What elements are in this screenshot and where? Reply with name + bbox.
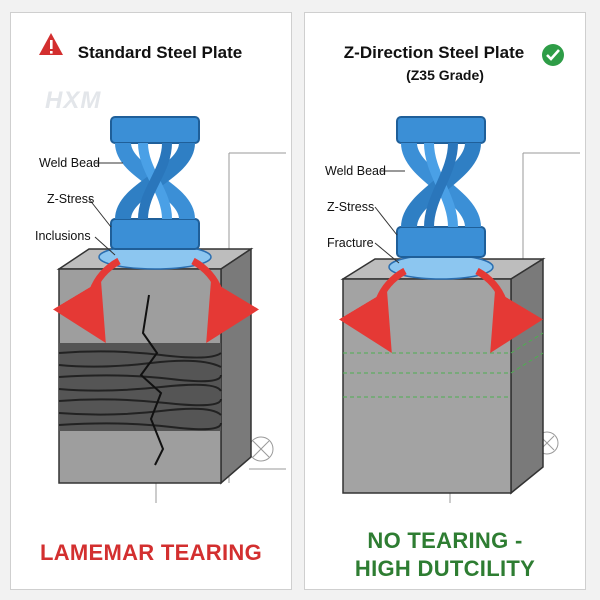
- callout-fracture: Fracture: [327, 236, 374, 250]
- warning-icon: [39, 33, 63, 55]
- callout-leaders-right: [374, 170, 405, 264]
- z-direction-plate-subtitle: (Z35 Grade): [406, 67, 484, 83]
- z-stress-arrows: [52, 257, 260, 344]
- callout-leaders: [88, 162, 123, 256]
- z-stress-arrows-right: [338, 267, 544, 354]
- check-circle-icon: [542, 44, 564, 66]
- z-direction-plate-panel: Z-Direction Steel Plate (Z35 Grade): [304, 12, 586, 590]
- callout-inclusions: Inclusions: [35, 229, 91, 243]
- steel-block: [56, 247, 254, 485]
- steel-block-right: [340, 257, 546, 495]
- standard-plate-panel: HXM Standard Steel Plate: [10, 12, 292, 590]
- watermark-logo: HXM: [45, 87, 102, 114]
- verdict-line-1: NO TEARING -: [367, 528, 523, 553]
- callout-weld-bead-right: Weld Bead: [325, 164, 386, 178]
- callout-z-stress-right: Z-Stress: [327, 200, 375, 214]
- z-direction-plate-verdict: NO TEARING - HIGH DUTCILITY: [305, 527, 585, 583]
- standard-plate-verdict: LAMEMAR TEARING: [39, 540, 263, 565]
- weld-bead-right: [388, 254, 494, 280]
- welded-member-right: [396, 116, 486, 258]
- welded-member: [110, 116, 200, 250]
- z-direction-plate-illustration: [338, 44, 580, 503]
- z-direction-plate-title: Z-Direction Steel Plate: [343, 43, 525, 62]
- callout-weld-bead: Weld Bead: [39, 156, 100, 170]
- standard-plate-illustration: [39, 33, 286, 503]
- callout-z-stress: Z-Stress: [47, 192, 95, 206]
- verdict-line-2: HIGH DUTCILITY: [354, 556, 536, 581]
- standard-plate-title: Standard Steel Plate: [77, 43, 243, 62]
